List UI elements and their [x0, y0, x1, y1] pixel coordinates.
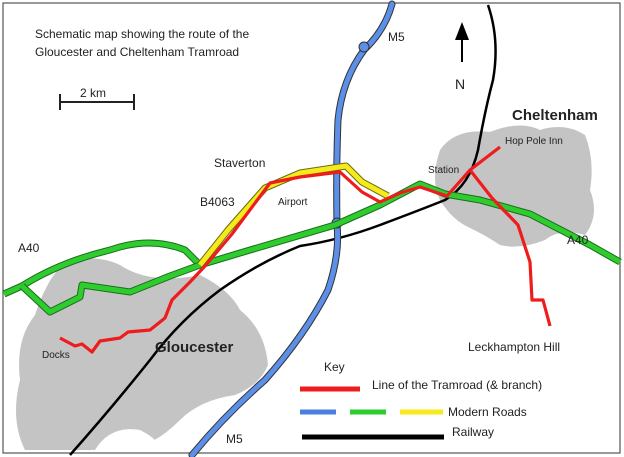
key-label-tramroad: Line of the Tramroad (& branch): [372, 378, 542, 392]
m5-junction-north: [358, 41, 370, 53]
map-title-line1: Schematic map showing the route of the: [35, 27, 249, 41]
cheltenham-urban-area: [435, 125, 594, 247]
label-gloucester: Gloucester: [155, 339, 234, 356]
label-m5-south: M5: [226, 432, 243, 446]
key-title: Key: [324, 360, 345, 374]
label-staverton: Staverton: [214, 156, 265, 170]
label-m5-north: M5: [388, 30, 405, 44]
key-label-railway: Railway: [452, 425, 494, 439]
railway-line: [69, 4, 497, 456]
label-station: Station: [428, 165, 459, 176]
tramroad-line: [59, 145, 552, 354]
label-b4063: B4063: [200, 195, 235, 209]
label-a40-east: A40: [567, 233, 589, 247]
gloucester-urban-area: [16, 258, 268, 450]
m5-motorway: [188, 0, 396, 457]
scale-label: 2 km: [80, 86, 106, 100]
scale-bar: [59, 94, 135, 110]
label-airport: Airport: [278, 197, 308, 208]
gloucester-urban-notch: [95, 429, 160, 450]
north-label: N: [455, 76, 465, 92]
label-leckhampton-hill: Leckhampton Hill: [468, 340, 560, 354]
label-a40-west: A40: [18, 241, 40, 255]
key-label-modern-roads: Modern Roads: [448, 405, 527, 419]
map-title-line2: Gloucester and Cheltenham Tramroad: [35, 45, 239, 59]
b4063-road: [197, 162, 390, 268]
label-cheltenham: Cheltenham: [512, 107, 598, 124]
north-arrow-icon: [455, 22, 469, 62]
label-hop-pole-inn: Hop Pole Inn: [505, 136, 563, 147]
a40-road: [2, 180, 622, 316]
label-docks: Docks: [42, 350, 70, 361]
map-key: Key Line of the Tramroad (& branch) Mode…: [300, 360, 542, 440]
